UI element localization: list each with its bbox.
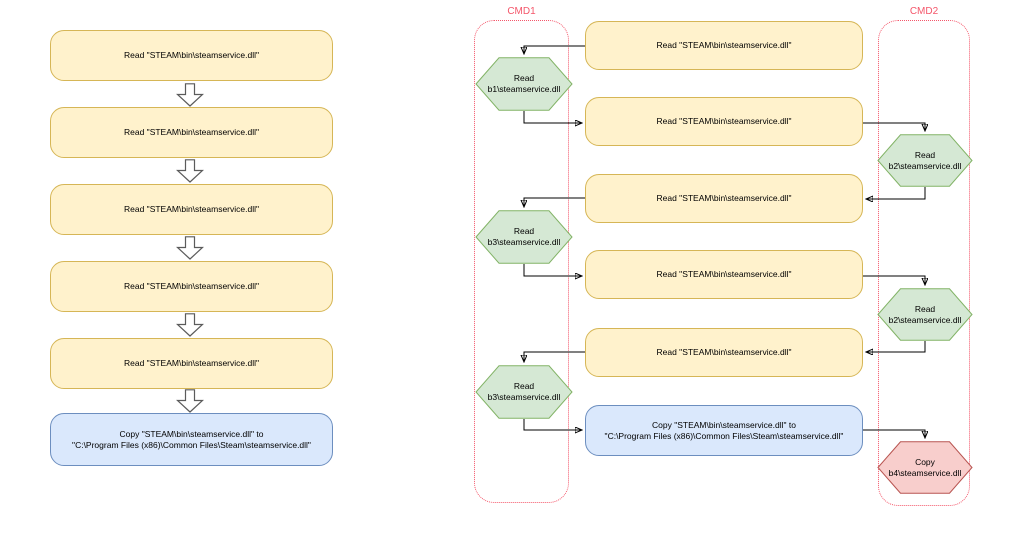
left-read-box-5: Read "STEAM\bin\steamservice.dll": [50, 338, 333, 389]
cmd2-hexagon-read-b2-2: Read b2\steamservice.dll: [877, 288, 973, 341]
right-read-box-2: Read "STEAM\bin\steamservice.dll": [585, 97, 863, 146]
hexagon-label-line1: Read: [914, 149, 936, 160]
hexagon-label-line2: b2\steamservice.dll: [888, 160, 962, 171]
hexagon-label-line2: b1\steamservice.dll: [487, 84, 561, 94]
cmd1-label: CMD1: [507, 6, 536, 17]
right-copy-box-line1: Copy "STEAM\bin\steamservice.dll" to: [652, 419, 796, 430]
left-read-box-3: Read "STEAM\bin\steamservice.dll": [50, 184, 333, 235]
right-copy-box-line2: "C:\Program Files (x86)\Common Files\Ste…: [604, 430, 844, 441]
right-copy-box: Copy "STEAM\bin\steamservice.dll" to "C:…: [585, 405, 863, 456]
hexagon-label-line2: b2\steamservice.dll: [888, 314, 962, 325]
left-read-box-1: Read "STEAM\bin\steamservice.dll": [50, 30, 333, 81]
right-read-box-1: Read "STEAM\bin\steamservice.dll": [585, 21, 863, 70]
left-read-box-2: Read "STEAM\bin\steamservice.dll": [50, 107, 333, 158]
block-arrow-down-icon: [176, 159, 204, 183]
cmd1-container: CMD1: [474, 6, 569, 503]
hexagon-label-line1: Copy: [915, 456, 935, 467]
hexagon-label-line2: b3\steamservice.dll: [487, 392, 561, 402]
hexagon-label-line2: b3\steamservice.dll: [487, 237, 561, 247]
right-read-box-3: Read "STEAM\bin\steamservice.dll": [585, 174, 863, 223]
cmd2-hexagon-copy-b4: Copy b4\steamservice.dll: [877, 441, 973, 494]
left-copy-box-line1: Copy "STEAM\bin\steamservice.dll" to: [119, 428, 264, 439]
hexagon-label-line1: Read: [513, 381, 535, 391]
left-copy-box-line2: "C:\Program Files (x86)\Common Files\Ste…: [72, 439, 311, 450]
right-read-box-5: Read "STEAM\bin\steamservice.dll": [585, 328, 863, 377]
cmd1-hexagon-read-b1: Read b1\steamservice.dll: [475, 57, 573, 111]
cmd2-label: CMD2: [909, 6, 939, 17]
cmd1-hexagon-read-b3: Read b3\steamservice.dll: [475, 210, 573, 264]
cmd1-hexagon-read-b3-2: Read b3\steamservice.dll: [475, 365, 573, 419]
block-arrow-down-icon: [176, 313, 204, 337]
cmd2-container: CMD2: [878, 6, 970, 506]
right-read-box-4: Read "STEAM\bin\steamservice.dll": [585, 250, 863, 299]
block-arrow-down-icon: [176, 83, 204, 107]
block-arrow-down-icon: [176, 389, 204, 413]
hexagon-label-line2: b4\steamservice.dll: [888, 467, 962, 478]
hexagon-label-line1: Read: [914, 303, 936, 314]
cmd2-hexagon-read-b2: Read b2\steamservice.dll: [877, 134, 973, 187]
left-copy-box: Copy "STEAM\bin\steamservice.dll" to "C:…: [50, 413, 333, 466]
hexagon-label-line1: Read: [513, 73, 535, 83]
hexagon-label-line1: Read: [513, 226, 535, 236]
block-arrow-down-icon: [176, 236, 204, 260]
left-read-box-4: Read "STEAM\bin\steamservice.dll": [50, 261, 333, 312]
